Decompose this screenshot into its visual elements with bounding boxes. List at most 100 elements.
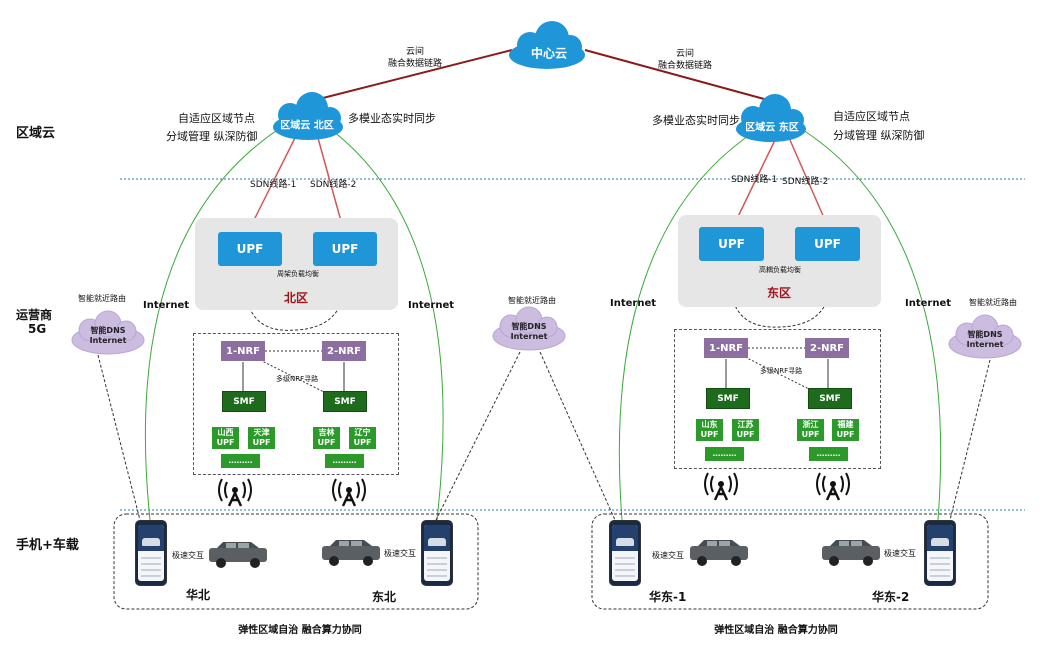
internet-east-right [799, 127, 942, 521]
dns-cloud-right-shape [948, 314, 1022, 359]
north-nrf-route: 多级NRF寻路 [276, 375, 319, 383]
dns-left-route: 智能就近路由 [78, 294, 126, 303]
north-upf-more-2: ……… [325, 454, 364, 468]
east-sdn1: SDN线路-1 [731, 175, 778, 185]
north-smf-2[interactable]: SMF [323, 391, 367, 412]
terminal-box-right [591, 513, 989, 610]
dns-left-line [97, 354, 141, 521]
east-smf-1[interactable]: SMF [706, 388, 750, 409]
north-sync: 多模业态实时同步 [348, 112, 436, 125]
north-upf-tianjin[interactable]: 天津 UPF [248, 427, 275, 449]
dns-cloud-left-shape [71, 310, 145, 355]
north-upf-shanxi[interactable]: 山西 UPF [212, 427, 239, 449]
sdn-north-2 [317, 137, 345, 233]
central-cloud-label: 中心云 [530, 46, 568, 61]
left-link-label: 云间 [405, 47, 425, 57]
dns-right-line [949, 359, 991, 521]
link-central-east [584, 49, 776, 103]
north-adaptive: 自适应区域节点 [178, 112, 255, 125]
north-nrf-1[interactable]: 1-NRF [221, 341, 265, 361]
north-sdn2: SDN线路-2 [310, 180, 357, 190]
internet-north-left [144, 124, 286, 521]
dns-right-cloud: 智能DNS Internet [966, 330, 1004, 349]
left-link-label-2: 融合数据链路 [387, 59, 443, 69]
north-cloud-label: 区域云 北区 [280, 120, 334, 132]
sdn-east-1 [732, 139, 776, 228]
east-sync: 多模业态实时同步 [652, 114, 740, 127]
north-smf-1[interactable]: SMF [222, 391, 266, 412]
east-sdn2: SDN线路-2 [782, 177, 829, 187]
east-internet-left: Internet [610, 298, 657, 309]
section-operator-sub: 5G [28, 322, 47, 336]
east-nrf-2[interactable]: 2-NRF [805, 338, 849, 358]
east-upf-more-2: ……… [809, 447, 848, 461]
section-regional-cloud: 区域云 [16, 126, 56, 141]
terminal-right-interact-1: 极速交互 [652, 551, 684, 560]
section-terminals: 手机+车载 [16, 538, 79, 553]
terminal-box-left [113, 513, 479, 610]
phone-icon [421, 520, 453, 586]
north-upf-2[interactable]: UPF [313, 232, 377, 266]
east-cloud-shape [736, 94, 806, 142]
dns-left-cloud: 智能DNS Internet [89, 326, 127, 345]
north-upf-liaoning[interactable]: 辽宁 UPF [349, 427, 376, 449]
terminal-right-caption: 弹性区域自治 融合算力协同 [714, 625, 838, 636]
east-upf-zhejiang[interactable]: 浙江 UPF [797, 419, 824, 441]
terminal-left-region-2: 东北 [372, 590, 397, 604]
right-link-label-2: 融合数据链路 [657, 61, 713, 71]
section-operator: 运营商 [16, 308, 53, 322]
central-cloud-shape [509, 21, 585, 69]
dns-mid-line-left [435, 351, 521, 521]
dns-mid-line-right [539, 351, 616, 521]
east-nrf-route: 多级NRF寻路 [760, 367, 803, 375]
east-nrf-1[interactable]: 1-NRF [704, 338, 748, 358]
east-upf-2[interactable]: UPF [795, 227, 860, 261]
car-icon [209, 540, 880, 568]
north-upf-jilin[interactable]: 吉林 UPF [313, 427, 340, 449]
east-smf-2[interactable]: SMF [808, 388, 852, 409]
east-upf-fujian[interactable]: 福建 UPF [832, 419, 859, 441]
east-cloud-label: 区域云 东区 [745, 122, 799, 134]
terminal-right-interact-2: 极速交互 [884, 549, 916, 558]
north-management: 分域管理 纵深防御 [166, 130, 258, 143]
terminal-left-interact-1: 极速交互 [172, 551, 204, 560]
east-adaptive: 自适应区域节点 [833, 110, 910, 123]
east-core-box [674, 329, 881, 469]
north-sdn1: SDN线路-1 [250, 180, 297, 190]
east-lb: 高耦负载均衡 [759, 266, 801, 274]
internet-east-left [618, 127, 761, 521]
sdn-north-1 [247, 137, 296, 233]
east-internet-right: Internet [905, 298, 952, 309]
phone-icon [135, 520, 167, 586]
north-internet-left: Internet [143, 300, 190, 311]
north-nrf-2[interactable]: 2-NRF [322, 341, 366, 361]
dns-mid-route: 智能就近路由 [508, 296, 556, 305]
dns-cloud-mid-shape [492, 306, 566, 351]
internet-north-right [324, 124, 444, 521]
north-core-box [193, 333, 399, 475]
east-upf-more-1: ……… [705, 447, 744, 461]
terminal-right-region-2: 华东-2 [872, 590, 910, 604]
north-internet-right: Internet [408, 300, 455, 311]
antenna-icon [218, 472, 850, 507]
east-region-name: 东区 [766, 286, 792, 300]
east-upf-jiangsu[interactable]: 江苏 UPF [732, 419, 759, 441]
link-central-north [314, 49, 513, 101]
north-lb: 周架负载均衡 [277, 270, 319, 278]
terminal-right-region-1: 华东-1 [649, 590, 687, 604]
east-management: 分域管理 纵深防御 [833, 129, 925, 142]
east-upf-1[interactable]: UPF [699, 227, 764, 261]
terminal-left-caption: 弹性区域自治 融合算力协同 [238, 625, 362, 636]
terminal-left-interact-2: 极速交互 [384, 549, 416, 558]
terminal-left-region-1: 华北 [186, 588, 211, 602]
dns-right-route: 智能就近路由 [969, 298, 1017, 307]
north-upf-1[interactable]: UPF [218, 232, 282, 266]
dns-mid-cloud: 智能DNS Internet [510, 322, 548, 341]
east-upf-shandong[interactable]: 山东 UPF [696, 419, 723, 441]
right-link-label: 云间 [675, 49, 695, 59]
north-region-name: 北区 [283, 291, 309, 305]
sdn-east-2 [789, 139, 829, 228]
north-upf-more-1: ……… [221, 454, 260, 468]
phone-icon [924, 520, 956, 586]
